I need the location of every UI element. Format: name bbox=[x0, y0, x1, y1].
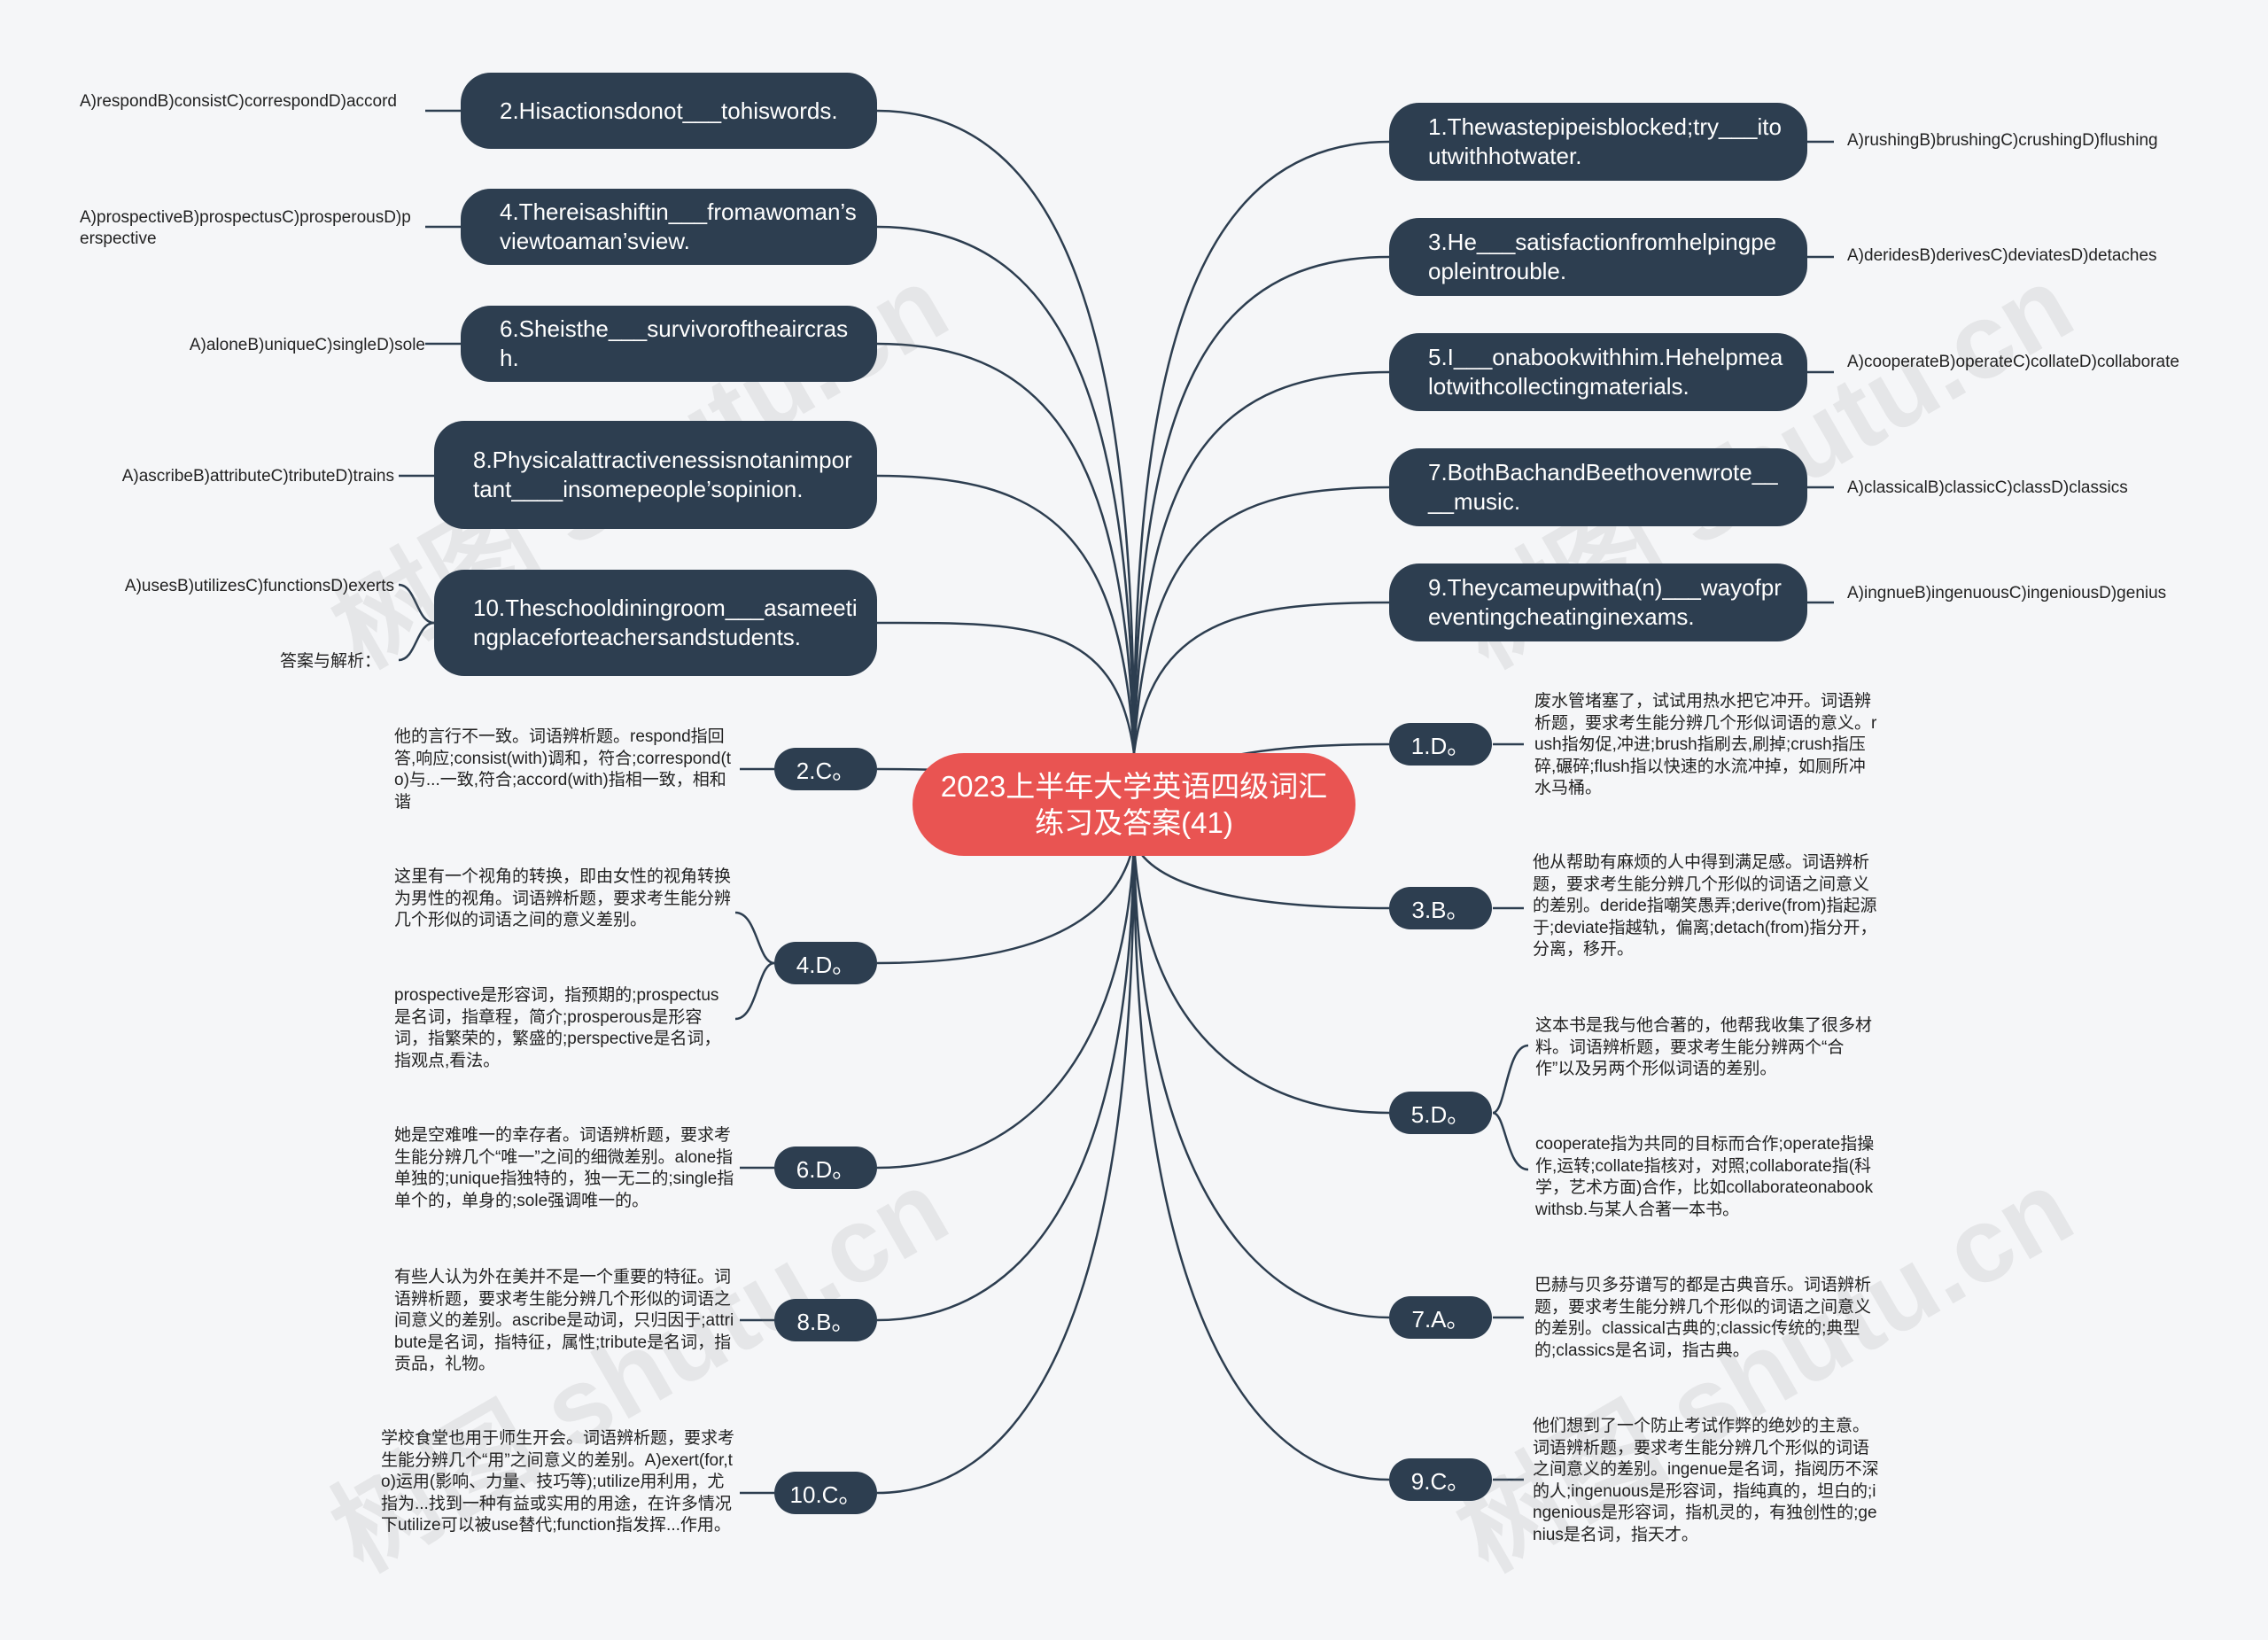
link-a6 bbox=[876, 841, 1136, 1170]
link-e5b bbox=[1492, 1111, 1529, 1171]
answer-node-7[interactable]: 7.A。 bbox=[1389, 1296, 1492, 1339]
question-node-7[interactable]: 7.BothBachandBeethovenwrote____music. bbox=[1389, 448, 1807, 526]
link-a4 bbox=[876, 841, 1136, 965]
question-node-3[interactable]: 3.He___satisfactionfromhelpingpeopleintr… bbox=[1389, 218, 1807, 296]
link-a3 bbox=[1132, 841, 1390, 910]
explanation-4b: prospective是形容词，指预期的;prospectus是名词，指章程，简… bbox=[394, 986, 721, 1070]
answer-node-3[interactable]: 3.B。 bbox=[1389, 887, 1492, 929]
explanation-9: 他们想到了一个防止考试作弊的绝妙的主意。词语辨析题，要求考生能分辨几个形似的词语… bbox=[1533, 1417, 1879, 1544]
link-q8 bbox=[876, 474, 1136, 754]
explanation-10: 学校食堂也用于师生开会。词语辨析题，要求考生能分辨几个“用”之间意义的差别。A)… bbox=[381, 1429, 735, 1535]
explanation-3: 他从帮助有麻烦的人中得到满足感。词语辨析题，要求考生能分辨几个形似的词语之间意义… bbox=[1533, 853, 1877, 959]
link-a9 bbox=[1132, 841, 1390, 1481]
answer-node-4[interactable]: 4.D。 bbox=[774, 942, 877, 984]
explanation-5b: cooperate指为共同的目标而合作;operate指操作,运转;collat… bbox=[1535, 1135, 1875, 1219]
options-q5: A)cooperateB)operateC)collateD)collabora… bbox=[1847, 353, 2179, 371]
link-o10 bbox=[398, 583, 435, 625]
options-q3: A)deridesB)derivesC)deviatesD)detaches bbox=[1847, 246, 2157, 265]
explanation-7: 巴赫与贝多芬谱写的都是古典音乐。词语辨析题，要求考生能分辨几个形似的词语之间意义… bbox=[1534, 1276, 1872, 1360]
link-q4 bbox=[876, 225, 1136, 754]
link-answer-label bbox=[398, 621, 435, 662]
options-q4: A)prospectiveB)prospectusC)prosperousD)p… bbox=[80, 208, 411, 248]
answer-node-5[interactable]: 5.D。 bbox=[1389, 1092, 1492, 1134]
answer-node-1[interactable]: 1.D。 bbox=[1389, 723, 1492, 766]
link-q5 bbox=[1132, 370, 1390, 754]
answer-label: 答案与解析： bbox=[279, 652, 381, 671]
options-q9: A)ingnueB)ingenuousC)ingeniousD)genius bbox=[1847, 584, 2167, 602]
answer-node-8[interactable]: 8.B。 bbox=[774, 1299, 877, 1341]
question-node-5[interactable]: 5.I___onabookwithhim.Hehelpmealotwithcol… bbox=[1389, 333, 1807, 411]
options-q1: A)rushingB)brushingC)crushingD)flushing bbox=[1847, 131, 2158, 150]
link-q7 bbox=[1132, 486, 1390, 754]
link-a7 bbox=[1132, 841, 1390, 1319]
link-e4b bbox=[734, 961, 775, 1021]
question-node-1[interactable]: 1.Thewastepipeisblocked;try___itoutwithh… bbox=[1389, 103, 1807, 181]
explanation-2: 他的言行不一致。词语辨析题。respond指回答,响应;consist(with… bbox=[394, 727, 732, 812]
link-a5 bbox=[1132, 841, 1390, 1115]
link-q10 bbox=[876, 621, 1136, 754]
link-e4a bbox=[734, 911, 775, 965]
explanation-4a: 这里有一个视角的转换，即由女性的视角转换为男性的视角。词语辨析题，要求考生能分辨… bbox=[394, 867, 732, 929]
link-q6 bbox=[876, 342, 1136, 754]
options-q7: A)classicalB)classicC)classD)classics bbox=[1847, 478, 2128, 497]
options-q6: A)aloneB)uniqueC)singleD)sole bbox=[189, 336, 425, 354]
explanation-8: 有些人认为外在美并不是一个重要的特征。词语辨析题，要求考生能分辨几个形似的词语之… bbox=[394, 1268, 734, 1373]
explanation-5a: 这本书是我与他合著的，他帮我收集了很多材料。词语辨析题，要求考生能分辨两个“合作… bbox=[1535, 1016, 1873, 1078]
link-q3 bbox=[1132, 255, 1390, 754]
answer-node-2[interactable]: 2.C。 bbox=[774, 748, 877, 790]
question-node-9[interactable]: 9.Theycameupwitha(n)___wayofpreventingch… bbox=[1389, 564, 1807, 641]
answer-node-10[interactable]: 10.C。 bbox=[774, 1472, 877, 1514]
link-q9 bbox=[1132, 601, 1390, 754]
explanation-1: 废水管堵塞了，试试用热水把它冲开。词语辨析题，要求考生能分辨几个形似词语的意义。… bbox=[1534, 692, 1877, 797]
central-topic[interactable]: 2023上半年大学英语四级词汇练习及答案(41) bbox=[913, 753, 1355, 856]
options-q2: A)respondB)consistC)correspondD)accord bbox=[80, 92, 397, 111]
question-node-6[interactable]: 6.Sheisthe___survivoroftheaircrash. bbox=[461, 306, 877, 382]
link-a10 bbox=[876, 841, 1136, 1495]
link-e5a bbox=[1492, 1044, 1529, 1115]
answer-node-9[interactable]: 9.C。 bbox=[1389, 1458, 1492, 1501]
link-a8 bbox=[876, 841, 1136, 1322]
link-q1 bbox=[1132, 140, 1390, 754]
question-node-4[interactable]: 4.Thereisashiftin___fromawoman’sviewtoam… bbox=[461, 189, 877, 265]
question-node-10[interactable]: 10.Theschooldiningroom___asameetingplace… bbox=[434, 570, 877, 676]
options-q8: A)ascribeB)attributeC)tributeD)trains bbox=[121, 467, 394, 486]
question-node-2[interactable]: 2.Hisactionsdonot___tohiswords. bbox=[461, 73, 877, 149]
link-q2 bbox=[876, 109, 1136, 754]
explanation-6: 她是空难唯一的幸存者。词语辨析题，要求考生能分辨几个“唯一”之间的细微差别。al… bbox=[394, 1126, 734, 1210]
answer-node-6[interactable]: 6.D。 bbox=[774, 1146, 877, 1189]
options-q10: A)usesB)utilizesC)functionsD)exerts bbox=[124, 577, 394, 595]
question-node-8[interactable]: 8.Physicalattractivenessisnotanimportant… bbox=[434, 421, 877, 529]
